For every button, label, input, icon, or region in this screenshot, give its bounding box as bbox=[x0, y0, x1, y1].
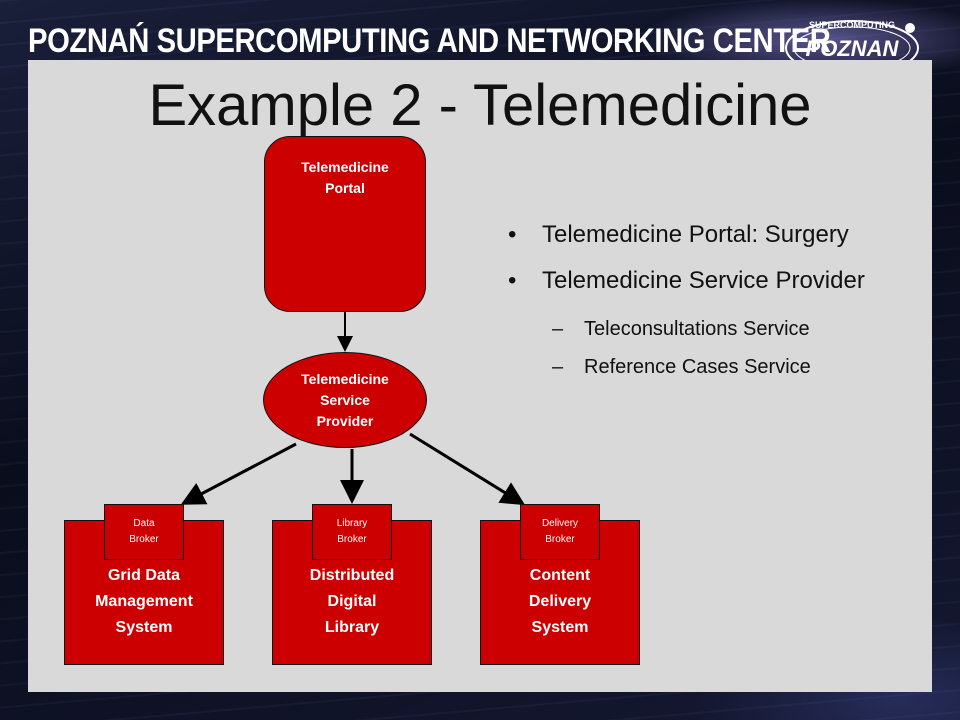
sub-bullet-text: Teleconsultations Service bbox=[584, 318, 810, 340]
banner-text: POZNAŃ SUPERCOMPUTING AND NETWORKING CEN… bbox=[28, 22, 831, 60]
logo-ring-text: SUPERCOMPUTING bbox=[809, 20, 895, 30]
provider-to-delivery-arrow bbox=[409, 432, 526, 506]
bullet-list: • Telemedicine Portal: Surgery • Telemed… bbox=[508, 218, 908, 386]
bullet-text: Telemedicine Portal: Surgery bbox=[542, 221, 849, 248]
library-broker-node: Library Broker bbox=[312, 504, 392, 560]
slide-title: Example 2 - Telemedicine bbox=[148, 73, 812, 138]
bullet-marker: • bbox=[508, 267, 517, 294]
bullet-item: • Telemedicine Portal: Surgery bbox=[508, 218, 908, 252]
bullet-item: • Telemedicine Service Provider bbox=[508, 264, 908, 298]
data-broker-node: Data Broker bbox=[104, 504, 184, 560]
bullet-text: Telemedicine Service Provider bbox=[542, 267, 865, 294]
telemedicine-portal-node: Telemedicine Portal bbox=[264, 136, 426, 312]
sub-bullet-text: Reference Cases Service bbox=[584, 356, 811, 378]
grid-data-management-node: Grid Data Management System bbox=[64, 520, 224, 665]
sub-bullet-marker: – bbox=[552, 318, 564, 340]
bullet-marker: • bbox=[508, 221, 517, 248]
sub-bullet-item: – Teleconsultations Service bbox=[508, 310, 908, 348]
provider-to-grid-arrow bbox=[180, 442, 297, 505]
delivery-broker-node: Delivery Broker bbox=[520, 504, 600, 560]
logo-text: POZNAN bbox=[806, 36, 900, 61]
sub-bullet-marker: – bbox=[552, 356, 564, 378]
sub-bullet-item: – Reference Cases Service bbox=[508, 348, 908, 386]
service-provider-node: Telemedicine Service Provider bbox=[263, 352, 427, 448]
